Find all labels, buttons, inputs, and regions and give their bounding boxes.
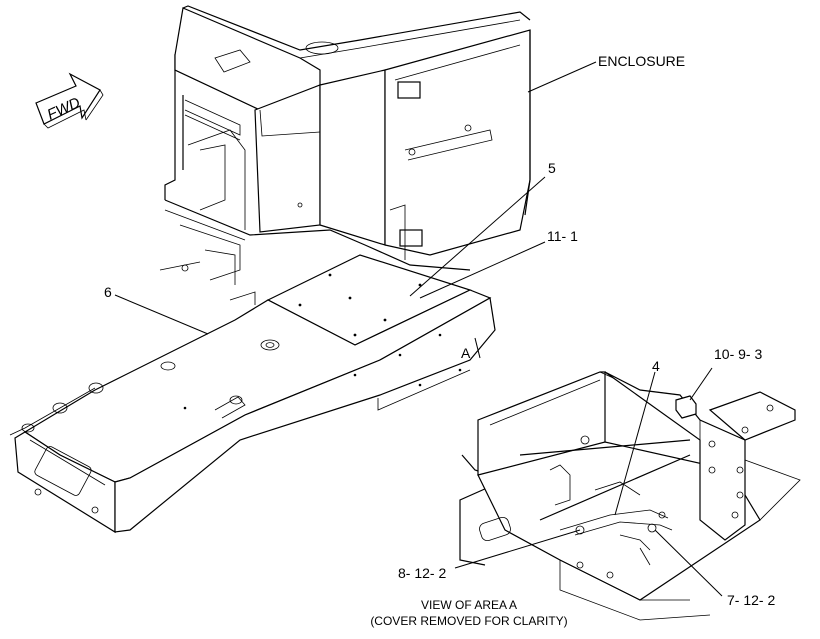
fwd-arrow-icon: FWD [35,72,104,129]
caption-line2: (COVER REMOVED FOR CLARITY) [370,614,567,628]
cab-enclosure [159,5,531,285]
label-5: 5 [548,160,556,176]
label-11-1: 11- 1 [547,228,578,244]
leader-lines [114,61,723,597]
caption-line1: VIEW OF AREA A [421,598,517,612]
label-7-12-2: 7- 12- 2 [727,592,775,608]
main-frame [9,289,496,534]
label-enclosure: ENCLOSURE [598,53,685,69]
label-4: 4 [652,358,660,374]
label-8-12-2: 8- 12- 2 [398,565,446,581]
label-6: 6 [104,284,112,300]
label-10-9-3: 10- 9- 3 [714,346,762,362]
label-area-a: A [461,345,471,361]
detail-view-a [459,371,801,621]
